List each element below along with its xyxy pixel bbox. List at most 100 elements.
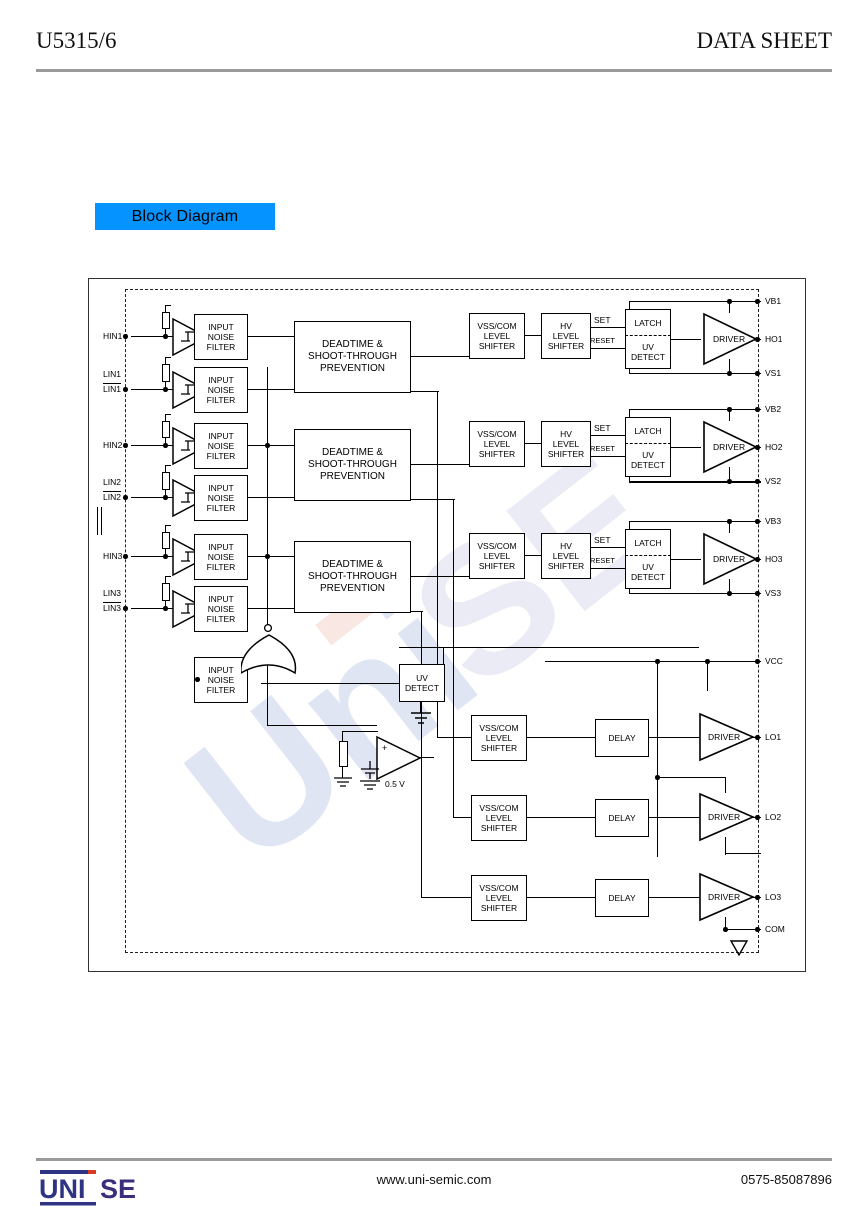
edge-mark-1 [97,507,99,535]
wire-lin3-res-bot [165,598,167,609]
wire-uv-in [261,683,401,685]
wire-dt-to-lowside-3 [421,611,423,897]
pin-label-vb1: VB1 [765,296,782,306]
wire-uv-top [443,647,445,665]
vss-com-level-shifter-1: VSS/COM LEVEL SHIFTER [469,313,525,359]
wire-dt1-down [409,391,439,393]
pulldown-resistor-lin1 [162,364,170,382]
schmitt-trigger-lin3 [171,589,211,634]
svg-text:DRIVER: DRIVER [708,812,740,822]
wire-set-3 [589,547,625,549]
pin-dot-vs1 [755,371,760,376]
wire-lowside1-in [437,737,473,739]
pin-dot-ho3 [755,557,760,562]
pin-label-lin1: LIN1 [103,369,121,379]
wire-vs2-riser [629,475,631,482]
wire-uv-bus-top [399,647,699,649]
wire-lo2-return [725,853,761,855]
wire-f2-dt1 [246,389,294,391]
edge-mark-2 [101,507,103,535]
uv-detect-2: UV DETECT [625,443,671,477]
junction-vs2 [727,479,732,484]
driver-ho1: DRIVER [701,311,759,372]
wire-driver2-vneg [729,467,731,482]
wire-vs2-rail [629,481,761,483]
pin-dot-lo3 [755,895,760,900]
driver-lo2: DRIVER [697,791,757,848]
wire-vcc-branch-1 [657,661,659,857]
wire-delay3-driver [647,897,701,899]
comparator-reference: + [374,734,426,787]
pin-label-vs1: VS1 [765,368,782,378]
pin-label-vcc: VCC [765,656,783,666]
company-logo: UNI SE [38,1168,150,1208]
vss-com-level-shifter-lo1: VSS/COM LEVEL SHIFTER [471,715,527,761]
junction-lin1 [163,387,168,392]
pulldown-resistor-hin3 [162,532,170,549]
svg-text:DRIVER: DRIVER [708,892,740,902]
wire-hin1-res-bot [165,326,167,337]
pin-label-lo1: LO1 [765,732,782,742]
wire-vb2-drop [629,409,631,419]
pin-dot-vs2 [755,479,760,484]
pin-dot-hin2 [123,443,128,448]
wire-ls1-hv1 [523,335,541,337]
junction-hin1 [163,334,168,339]
wire-dt1-out-high [409,356,469,358]
nor-input-bubble [195,677,200,682]
wire-driver3-vneg [729,579,731,594]
junction-vs1 [727,371,732,376]
junction-vcc-2 [705,659,710,664]
schmitt-trigger-hin1 [171,317,211,362]
pin-label-lin3: LIN3 [103,588,121,598]
input-noise-filter-2: INPUT NOISE FILTER [194,367,248,413]
block-diagram-figure: Uni SE HIN1 INPUT NOISE FILTER LIN1 LIN1 [88,278,806,972]
wire-f3-dt2 [246,445,294,447]
signal-label-reset-2: RESET [590,444,616,453]
pin-label-hin2: HIN2 [103,440,123,450]
wire-lin2-res-tick [165,465,171,467]
wire-dt-to-lowside-1 [437,391,439,737]
bus-junction-2 [265,554,270,559]
pin-label-vb2: VB2 [765,404,782,414]
pin-dot-ho1 [755,337,760,342]
wire-ref-to-comp [342,731,378,733]
pulldown-resistor-lin3 [162,583,170,601]
wire-lowside3-in [421,897,473,899]
svg-text:+: + [382,743,387,753]
latch-1: LATCH [625,309,671,337]
document-type-label: DATA SHEET [696,28,832,53]
footer-website[interactable]: www.uni-semic.com [376,1172,492,1187]
junction-vb3 [727,519,732,524]
wire-driver1-vsupply [729,301,731,313]
input-noise-filter-1: INPUT NOISE FILTER [194,314,248,360]
wire-f6-dt3 [246,608,294,610]
driver-lo3: DRIVER [697,871,757,928]
pin-label-lin2: LIN2 [103,477,121,487]
wire-dt3-out-high [409,576,469,578]
header-divider [36,69,832,72]
driver-ho3: DRIVER [701,531,759,592]
pin-label-vs2: VS2 [765,476,782,486]
deadtime-block-1: DEADTIME & SHOOT-THROUGH PREVENTION [294,321,411,393]
junction-lo2-supply [655,775,660,780]
driver-lo1: DRIVER [697,711,757,768]
vss-com-level-shifter-2: VSS/COM LEVEL SHIFTER [469,421,525,467]
wire-hin2-res-bot [165,435,167,446]
pin-label-lin3-bar: LIN3 [103,602,121,613]
wire-uv-gnd [420,700,422,713]
chip-boundary [125,289,759,953]
signal-label-set-3: SET [594,535,611,545]
latch-3: LATCH [625,529,671,557]
footer-phone: 0575-85087896 [740,1172,832,1187]
pin-label-hin1: HIN1 [103,331,123,341]
wire-lin3-res-top [165,576,167,585]
wire-vb2-rail [629,409,761,411]
wire-ls2-hv2 [523,443,541,445]
signal-label-reset-1: RESET [590,336,616,345]
svg-text:DRIVER: DRIVER [708,732,740,742]
wire-lin2-res-top [165,465,167,474]
footer-divider [36,1158,832,1161]
wire-set-2 [589,435,625,437]
wire-hin3-res-tick [165,525,171,527]
